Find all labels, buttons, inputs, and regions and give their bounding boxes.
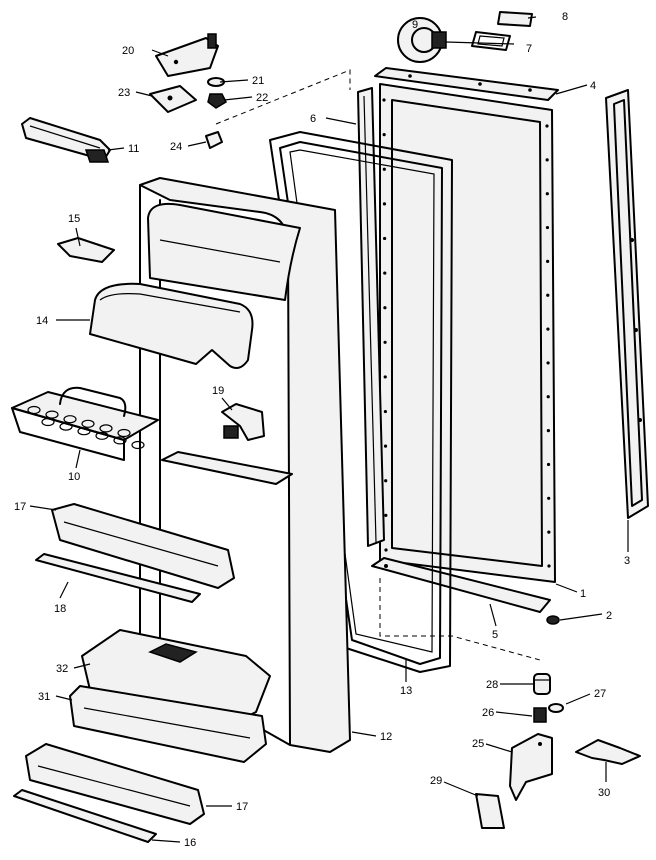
part-label xyxy=(497,11,533,27)
part-hinge-hardware xyxy=(205,77,227,149)
callout-25: 25 xyxy=(472,738,484,750)
callout-29: 29 xyxy=(430,775,442,787)
part-door-rack-upper xyxy=(51,503,235,589)
callout-12: 12 xyxy=(380,731,392,743)
part-door-liner-frame xyxy=(379,83,556,583)
part-bottom-bracket xyxy=(575,739,641,765)
part-hinge-strip xyxy=(605,89,649,519)
part-hinge-plate xyxy=(149,85,197,113)
part-hinge-cover xyxy=(475,793,505,829)
part-control-knob xyxy=(397,17,447,63)
part-top-hinge xyxy=(155,33,219,77)
part-rack-trim-upper xyxy=(35,553,201,603)
callout-24: 24 xyxy=(170,141,182,153)
part-rack-trim-lower xyxy=(13,789,157,843)
part-hinge-pin xyxy=(533,707,547,723)
part-bottom-hinge xyxy=(509,733,553,801)
callout-26: 26 xyxy=(482,707,494,719)
callout-20: 20 xyxy=(122,45,134,57)
callout-7: 7 xyxy=(526,43,532,55)
part-bottom-cap xyxy=(371,557,551,613)
callout-19: 19 xyxy=(212,385,224,397)
part-door-shelf xyxy=(161,451,293,485)
leader-lines xyxy=(29,16,629,843)
callout-30: 30 xyxy=(598,787,610,799)
part-egg-tray xyxy=(11,386,159,461)
callout-4: 4 xyxy=(590,80,596,92)
callout-17-upper: 17 xyxy=(14,501,26,513)
part-switch-assembly xyxy=(21,117,111,163)
assembly-guide-lines xyxy=(215,69,541,661)
part-dial-plate xyxy=(471,31,511,51)
callout-labels: 1 2 3 4 5 6 7 8 9 10 11 12 13 14 15 16 1… xyxy=(14,11,630,849)
callout-15: 15 xyxy=(68,213,80,225)
callout-2: 2 xyxy=(606,610,612,622)
part-washer xyxy=(548,703,564,713)
callout-32: 32 xyxy=(56,663,68,675)
callout-3: 3 xyxy=(624,555,630,567)
callout-18: 18 xyxy=(54,603,66,615)
part-side-gasket-strip xyxy=(357,87,385,547)
part-dairy-cover xyxy=(89,282,254,369)
callout-1: 1 xyxy=(580,588,586,600)
callout-5: 5 xyxy=(492,629,498,641)
part-bracket xyxy=(221,403,265,441)
callout-23: 23 xyxy=(118,87,130,99)
callout-31: 31 xyxy=(38,691,50,703)
part-nut xyxy=(546,615,560,625)
part-top-cap xyxy=(374,67,559,101)
part-clip xyxy=(57,237,115,263)
callout-11: 11 xyxy=(128,143,139,155)
callout-10: 10 xyxy=(68,471,80,483)
callout-27: 27 xyxy=(594,688,606,700)
callout-21: 21 xyxy=(252,75,264,87)
callout-16: 16 xyxy=(184,837,196,849)
callout-13: 13 xyxy=(400,685,412,697)
part-bushing xyxy=(533,673,551,695)
part-door-rack-lower xyxy=(25,743,205,825)
part-door-top-bin xyxy=(147,202,301,301)
part-butter-bin xyxy=(69,685,267,763)
callout-17-lower: 17 xyxy=(236,801,248,813)
callout-6: 6 xyxy=(310,113,316,125)
callout-8: 8 xyxy=(562,11,568,23)
callout-9: 9 xyxy=(412,19,418,31)
callout-14: 14 xyxy=(36,315,48,327)
callout-22: 22 xyxy=(256,92,268,104)
callout-28: 28 xyxy=(486,679,498,691)
